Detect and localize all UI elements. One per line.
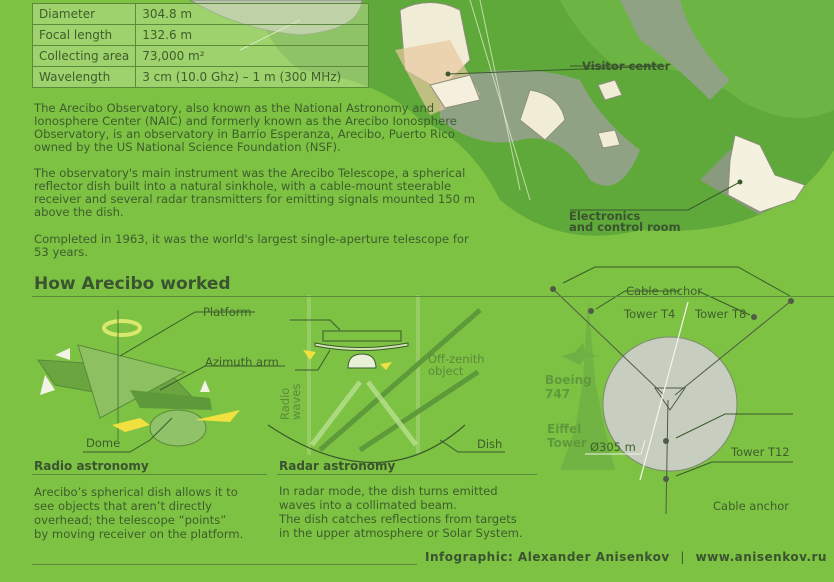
radio-telescope-diagram — [37, 310, 285, 453]
text-line: in the upper atmosphere or Solar System. — [279, 526, 523, 540]
intro-paragraph-1: The Arecibo Observatory, also known as t… — [34, 101, 457, 154]
text-line: The dish catches reflections from target… — [279, 512, 517, 526]
section-title: How Arecibo worked — [34, 274, 231, 294]
radio-astronomy-title: Radio astronomy — [34, 459, 149, 473]
intro-paragraph-3: Completed in 1963, it was the world's la… — [34, 232, 469, 259]
radar-astronomy-text: In radar mode, the dish turns emitted wa… — [279, 484, 523, 540]
author-website-link[interactable]: www.anisenkov.ru — [695, 550, 827, 564]
footer: Infographic: Alexander Anisenkov | www.a… — [425, 550, 827, 564]
tower-t8-label: Tower T8 — [695, 307, 747, 321]
intro-paragraph-2: The observatory's main instrument was th… — [34, 166, 475, 219]
text-line: object — [428, 364, 464, 378]
section-divider — [32, 296, 834, 297]
spec-label: Diameter — [31, 3, 137, 25]
spec-label: Collecting area — [31, 45, 137, 67]
spec-label: Focal length — [31, 24, 137, 46]
scale-diagram — [550, 266, 794, 515]
text-line: Off-zenith — [428, 352, 485, 366]
text-line: see objects that aren’t directly — [34, 499, 212, 513]
platform-label: Platform — [203, 305, 252, 319]
electronics-label-line2: and control room — [569, 220, 681, 234]
author-credit: Infographic: Alexander Anisenkov — [425, 550, 670, 564]
divider — [277, 474, 537, 475]
electronics-label-line1: Electronics — [569, 209, 641, 223]
text-line: Boeing — [545, 373, 592, 387]
tower-t12-label: Tower T12 — [731, 445, 790, 459]
dome-label: Dome — [86, 436, 121, 450]
electronics-building — [727, 134, 806, 213]
tower-t4-label: Tower T4 — [624, 307, 676, 321]
radio-astronomy-text: Arecibo’s spherical dish allows it to se… — [34, 485, 243, 541]
spec-label: Wavelength — [31, 66, 137, 88]
visitor-center-label: Visitor center — [582, 59, 671, 73]
diameter-label: Ø305 m — [590, 440, 636, 454]
divider — [32, 474, 267, 475]
text-line: Arecibo’s spherical dish allows it to — [34, 485, 238, 499]
cable-anchor-bottom-label: Cable anchor — [713, 499, 790, 513]
spec-value: 304.8 m — [135, 3, 370, 25]
text-line: waves — [289, 383, 303, 420]
radar-diagram — [267, 295, 505, 464]
text-line: In radar mode, the dish turns emitted — [279, 484, 498, 498]
spec-value: 132.6 m — [135, 24, 370, 46]
text-line: Tower — [547, 436, 587, 450]
text-line: overhead; the telescope “points” — [34, 513, 227, 527]
cable-anchor-top-label: Cable anchor — [626, 284, 703, 298]
dish-label: Dish — [477, 437, 503, 451]
radar-astronomy-title: Radar astronomy — [279, 459, 396, 473]
text-line: 747 — [545, 387, 571, 401]
footer-divider — [32, 564, 417, 565]
text-line: waves into a collimated beam. — [279, 498, 457, 512]
text-line: Eiffel — [547, 422, 582, 436]
text-line: by moving receiver on the platform. — [34, 527, 244, 541]
separator: | — [680, 550, 685, 564]
spec-value: 73,000 m² — [135, 45, 370, 67]
spec-value: 3 cm (10.0 Ghz) – 1 m (300 MHz) — [135, 66, 370, 88]
azimuth-arm-label: Azimuth arm — [205, 355, 279, 369]
